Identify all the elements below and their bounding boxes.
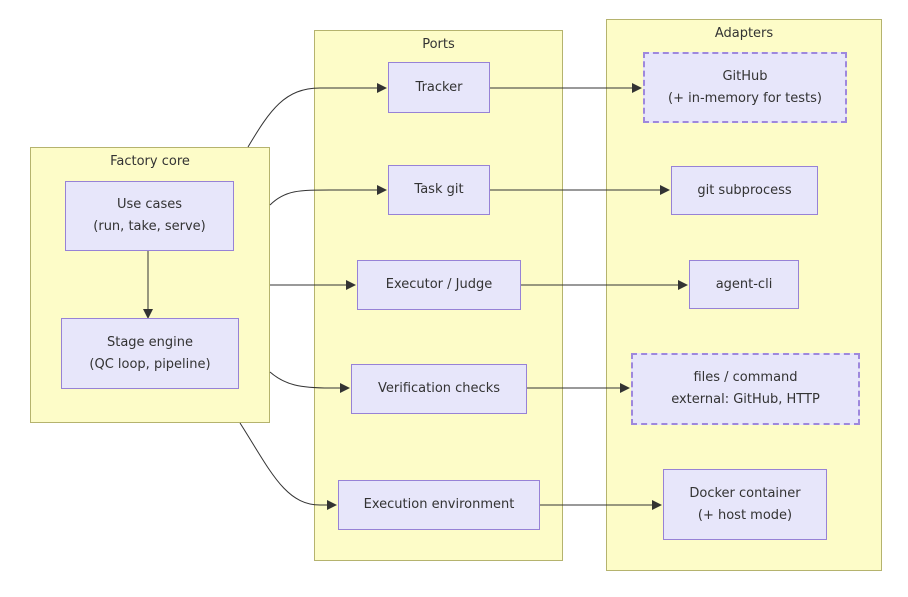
docker-container-node[interactable]: Docker container (+ host mode) [663, 469, 827, 540]
verification-checks-node[interactable]: Verification checks [351, 364, 527, 414]
github-node[interactable]: GitHub (+ in-memory for tests) [643, 52, 847, 123]
edge-factory-to-tracker [247, 83, 387, 148]
task-git-node[interactable]: Task git [388, 165, 490, 215]
edge-factory-to-task-git [269, 185, 387, 206]
agent-cli-node[interactable]: agent-cli [689, 260, 799, 309]
executor-judge-label: Executor / Judge [385, 277, 493, 292]
tracker-label: Tracker [415, 79, 463, 95]
stage-engine-line2: (QC loop, pipeline) [89, 356, 211, 372]
execution-environment-node[interactable]: Execution environment [338, 480, 540, 530]
files-command-line1: files / command [693, 370, 798, 385]
git-subprocess-node[interactable]: git subprocess [671, 166, 818, 215]
docker-container-line2: (+ host mode) [697, 507, 793, 523]
task-git-label: Task git [414, 182, 464, 197]
executor-judge-node[interactable]: Executor / Judge [357, 260, 521, 310]
edge-factory-to-execution-env [239, 422, 337, 510]
git-subprocess-label: git subprocess [697, 182, 792, 198]
use-cases-line1: Use cases [116, 197, 183, 212]
tracker-node[interactable]: Tracker [388, 62, 490, 113]
files-command-node[interactable]: files / command external: GitHub, HTTP [631, 353, 860, 425]
agent-cli-label: agent-cli [715, 276, 773, 292]
files-command-line2: external: GitHub, HTTP [671, 392, 820, 407]
ports-group: Ports [314, 30, 563, 561]
factory-core-title: Factory core [110, 154, 190, 169]
docker-container-line1: Docker container [689, 485, 801, 501]
edge-factory-to-verification [269, 371, 350, 393]
verification-checks-label: Verification checks [377, 381, 500, 396]
use-cases-line2: (run, take, serve) [93, 219, 206, 234]
github-line2: (+ in-memory for tests) [668, 90, 822, 106]
use-cases-node[interactable]: Use cases (run, take, serve) [65, 181, 234, 251]
stage-engine-line1: Stage engine [106, 334, 194, 350]
execution-environment-label: Execution environment [363, 497, 515, 512]
github-line1: GitHub [722, 68, 768, 84]
stage-engine-node[interactable]: Stage engine (QC loop, pipeline) [61, 318, 239, 389]
adapters-title: Adapters [714, 26, 774, 41]
ports-title: Ports [422, 37, 455, 52]
